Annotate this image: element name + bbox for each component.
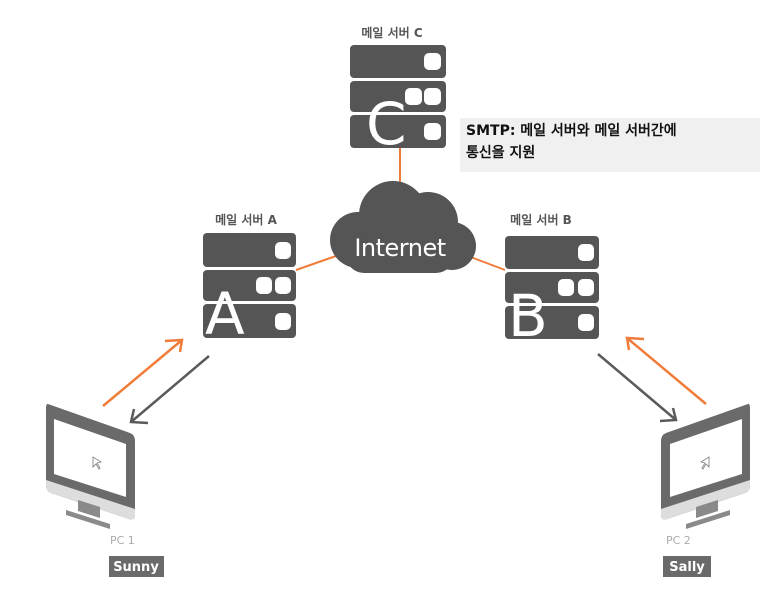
server-a — [203, 233, 296, 338]
pc2-monitor-icon — [661, 403, 750, 529]
pc1-user: Sunny — [113, 560, 159, 575]
link-a-internet — [295, 255, 337, 271]
arrow-pc1-to-a — [102, 338, 184, 407]
internet-cloud — [330, 181, 476, 273]
arrow-b-to-pc2 — [597, 353, 678, 423]
server-a-title: 메일 서버 A — [215, 212, 278, 227]
server-b — [505, 236, 599, 339]
server-b-title: 메일 서버 B — [510, 212, 572, 227]
smtp-note-line1: SMTP: 메일 서버와 메일 서버간에 — [466, 123, 677, 139]
pc1-user-badge — [109, 556, 164, 577]
server-b-letter: B — [508, 282, 548, 350]
arrow-pc2-to-b — [625, 336, 707, 405]
arrow-a-to-pc1 — [129, 355, 210, 425]
server-c-letter: C — [366, 90, 407, 158]
link-b-internet — [467, 255, 506, 271]
server-a-letter: A — [205, 280, 245, 348]
pc2-label: PC 2 — [666, 534, 691, 547]
smtp-note-line2: 통신을 지원 — [466, 145, 536, 161]
server-c — [350, 45, 446, 148]
server-c-title: 메일 서버 C — [361, 25, 423, 40]
internet-label: Internet — [354, 234, 445, 262]
pc2-user: Sally — [669, 560, 705, 575]
pc2-user-badge — [663, 556, 711, 577]
pc1-label: PC 1 — [110, 534, 135, 547]
smtp-note: SMTP: 메일 서버와 메일 서버간에 통신을 지원 — [460, 118, 760, 172]
pc1-monitor-icon — [46, 403, 135, 529]
